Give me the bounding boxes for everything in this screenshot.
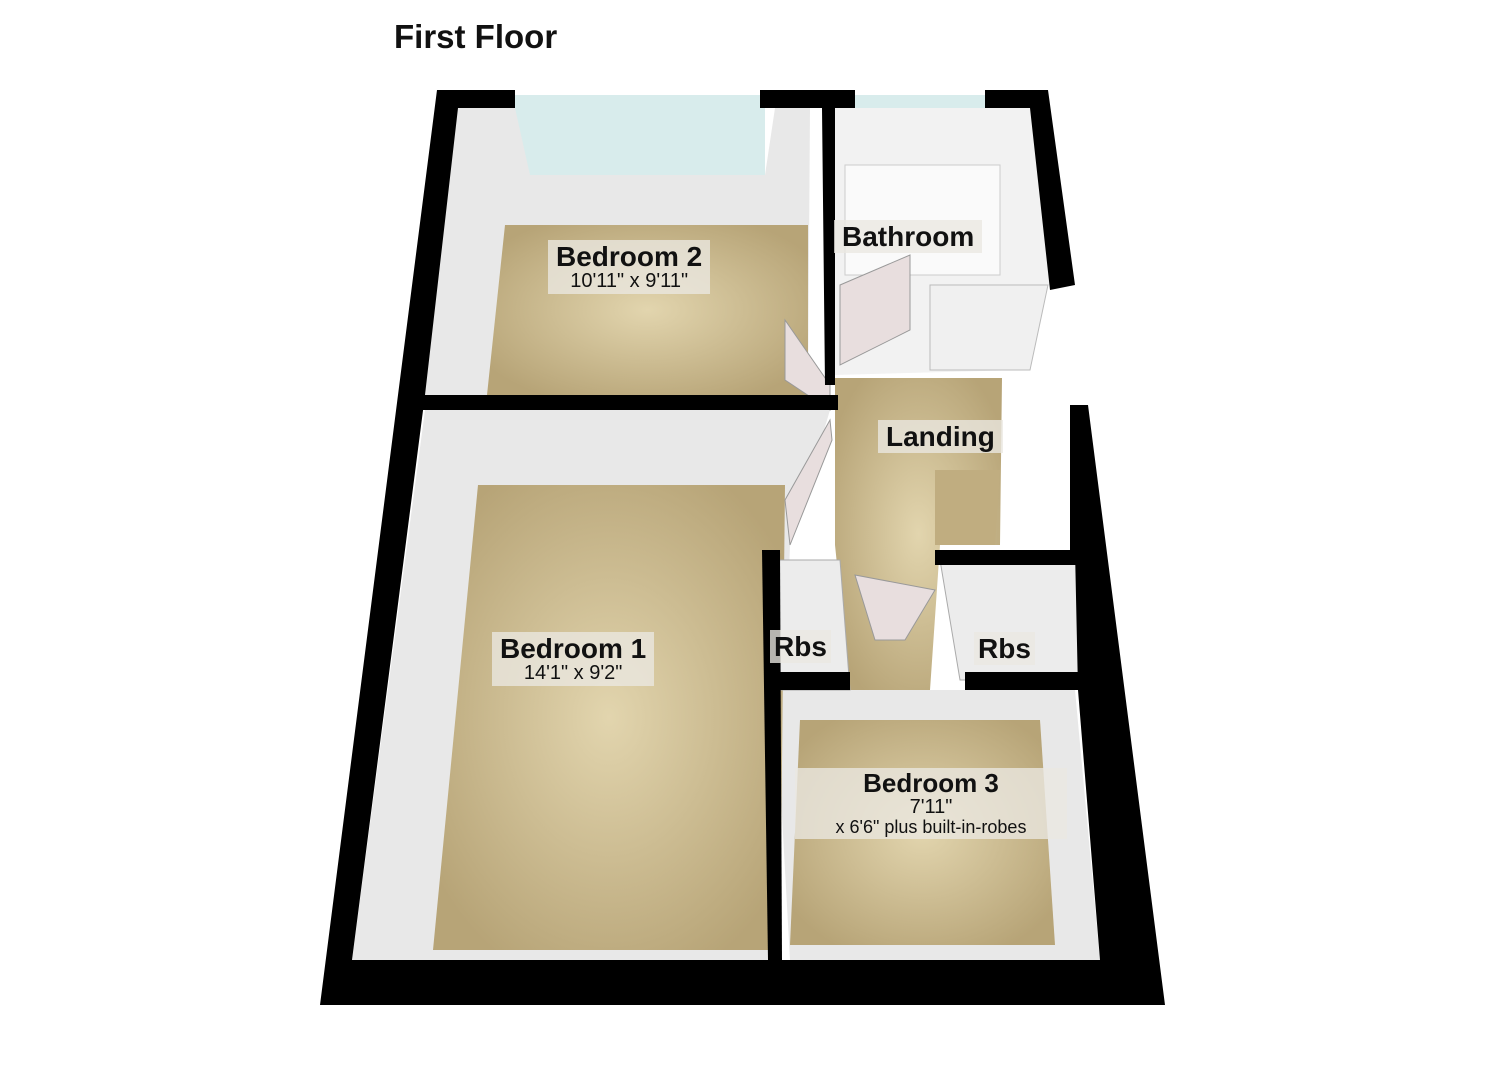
bedroom-1-floor — [433, 485, 785, 950]
room-dimensions-extra: x 6'6" plus built-in-robes — [835, 817, 1027, 838]
room-name: Bedroom 2 — [556, 241, 703, 272]
stairs — [935, 470, 1000, 545]
window — [515, 95, 765, 175]
bathroom-cupboard — [929, 284, 1049, 371]
robe-left — [769, 559, 851, 691]
floor-title: First Floor — [394, 18, 558, 55]
room-label-landing: Landing — [878, 420, 1003, 454]
room-dimensions: 10'11" x 9'11" — [570, 270, 689, 293]
room-name: Bedroom 3 — [863, 768, 999, 798]
room-name: Rbs — [978, 633, 1031, 664]
room-label-bedroom-3: Bedroom 3 7'11" x 6'6" plus built-in-rob… — [795, 768, 1067, 840]
room-name: Rbs — [774, 631, 827, 662]
room-dimensions: 7'11" — [909, 796, 953, 819]
room-dimensions: 14'1" x 9'2" — [523, 662, 623, 685]
room-label-bedroom-1: Bedroom 1 14'1" x 9'2" — [492, 632, 655, 687]
room-name: Bedroom 1 — [500, 633, 647, 664]
door — [784, 418, 833, 546]
room-name: Landing — [886, 421, 995, 452]
room-label-robe: Rbs — [770, 630, 831, 664]
room-label-bedroom-2: Bedroom 2 10'11" x 9'11" — [548, 240, 711, 295]
door — [854, 574, 936, 641]
walls — [320, 90, 1165, 1005]
room-label-bathroom: Bathroom — [834, 220, 983, 254]
door — [839, 254, 911, 366]
room-label-robe: Rbs — [974, 632, 1035, 666]
room-name: Bathroom — [842, 221, 975, 252]
